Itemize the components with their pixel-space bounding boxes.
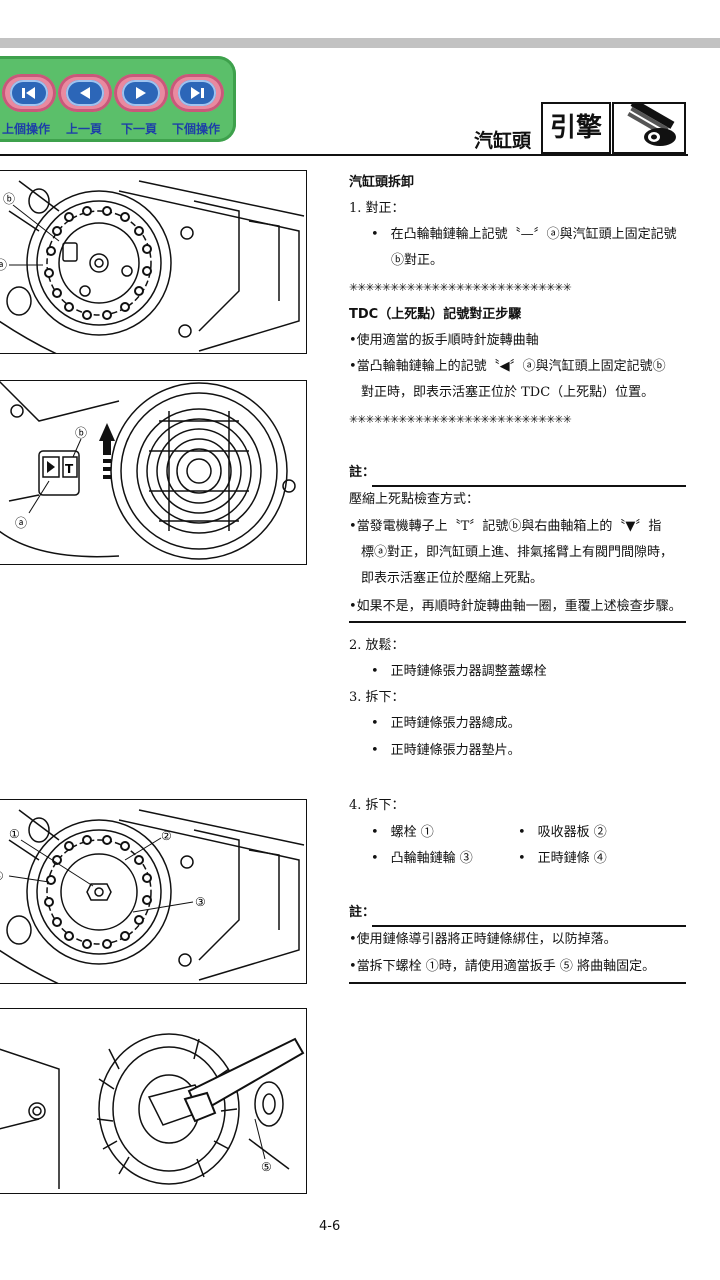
note-label: 註：: [349, 465, 376, 480]
figure-cam-sprocket-alignment: ⓑ ⓐ: [0, 170, 307, 354]
chapter-label: 引擎: [541, 102, 611, 154]
header-rule: [0, 154, 688, 156]
tdc-item-2-cont: 對正時，即表示活塞正位於 TDC（上死點）位置。: [361, 385, 655, 400]
step4-item: •凸輪軸鏈輪 ③: [371, 851, 473, 866]
step4-item: •正時鏈條 ④: [518, 851, 607, 866]
callout-5: ⑤: [261, 1160, 272, 1174]
previous-operation-button[interactable]: [2, 74, 56, 112]
callout-a: ⓐ: [0, 258, 7, 272]
next-page-button[interactable]: [114, 74, 168, 112]
arrow-left-icon: [80, 87, 90, 99]
note2-top-rule: [372, 925, 686, 927]
callout-3: ③: [195, 895, 206, 909]
note2-item-1: •使用鏈條導引器將正時鏈條綁住，以防掉落。: [349, 932, 617, 947]
skip-forward-icon: [191, 87, 204, 99]
step1-item-cont: ⓑ對正。: [391, 253, 444, 268]
step3-item-1: •正時鏈條張力器總成。: [371, 716, 521, 731]
svg-text:T: T: [65, 462, 74, 476]
next-page-label[interactable]: 下一頁: [121, 122, 158, 136]
note-top-rule: [372, 485, 686, 487]
section-heading: 汽缸頭拆卸: [349, 175, 415, 190]
step4-item: •螺栓 ①: [371, 825, 434, 840]
cam-sprocket-removal-illustration: ① ② ③ ④: [0, 809, 305, 983]
engine-wrench-icon: [612, 98, 686, 154]
note2-bottom-rule: [349, 982, 686, 984]
next-operation-button[interactable]: [170, 74, 224, 112]
tdc-item-2: •當凸輪軸鏈輪上的記號〝◀〞ⓐ與汽缸頭上固定記號ⓑ: [349, 359, 666, 374]
step3-item-2: •正時鏈條張力器墊片。: [371, 743, 521, 758]
note-item-1-cont: 標ⓐ對正，即汽缸頭上進、排氣搖臂上有閥門間隙時，: [361, 545, 674, 560]
skip-back-icon: [22, 87, 35, 99]
note-label: 註：: [349, 905, 376, 920]
arrow-right-icon: [136, 87, 146, 99]
cam-sprocket-illustration: ⓑ ⓐ: [0, 180, 305, 353]
stars-divider: ✳✳✳✳✳✳✳✳✳✳✳✳✳✳✳✳✳✳✳✳✳✳✳✳✳✳✳: [349, 281, 572, 294]
next-operation-label[interactable]: 下個操作: [172, 122, 221, 136]
note-bottom-rule: [349, 621, 686, 623]
tdc-item-1: •使用適當的扳手順時針旋轉曲軸: [349, 333, 539, 348]
figure-generator-rotor-mark: T ⓑ ⓐ: [0, 380, 307, 565]
callout-a: ⓐ: [15, 516, 27, 530]
figure-cam-sprocket-removal: ① ② ③ ④: [0, 799, 307, 984]
step1-label: 1. 對正：: [349, 201, 405, 216]
callout-4: ④: [0, 869, 4, 883]
crankshaft-wrench-illustration: ⑤: [0, 1033, 305, 1189]
note-intro: 壓縮上死點檢查方式：: [349, 492, 480, 507]
previous-page-label[interactable]: 上一頁: [66, 122, 103, 136]
step2-label: 2. 放鬆：: [349, 638, 405, 653]
figure-crankshaft-holding: ⑤: [0, 1008, 307, 1194]
step2-item: •正時鏈條張力器調整蓋螺栓: [371, 664, 547, 679]
callout-b: ⓑ: [75, 426, 87, 440]
step3-label: 3. 拆下：: [349, 690, 405, 705]
callout-1: ①: [9, 827, 20, 841]
note2-item-2: •當拆下螺栓 ①時，請使用適當扳手 ⑤ 將曲軸固定。: [349, 959, 656, 974]
callout-b: ⓑ: [3, 192, 15, 206]
navigation-panel: 上個操作 上一頁 下一頁 下個操作: [0, 56, 236, 142]
step4-item: •吸收器板 ②: [518, 825, 607, 840]
step4-label: 4. 拆下：: [349, 798, 405, 813]
generator-cover-illustration: T ⓑ ⓐ: [0, 381, 296, 560]
stars-divider: ✳✳✳✳✳✳✳✳✳✳✳✳✳✳✳✳✳✳✳✳✳✳✳✳✳✳✳: [349, 413, 572, 426]
previous-page-button[interactable]: [58, 74, 112, 112]
note-item-2: •如果不是，再順時針旋轉曲軸一圈，重覆上述檢查步驟。: [349, 599, 682, 614]
note-item-1-cont2: 即表示活塞正位於壓縮上死點。: [361, 571, 544, 586]
tdc-heading: TDC（上死點）記號對正步驟: [349, 307, 522, 322]
note-item-1: •當發電機轉子上〝T〞記號ⓑ與右曲軸箱上的〝▼〞指: [349, 519, 662, 534]
step1-item: •在凸輪軸鏈輪上記號〝—〞ⓐ與汽缸頭上固定記號: [371, 227, 677, 242]
top-gray-bar: [0, 38, 720, 48]
page-number: 4-6: [319, 1219, 341, 1234]
previous-operation-label[interactable]: 上個操作: [2, 122, 51, 136]
callout-2: ②: [161, 829, 172, 843]
section-title: 汽缸頭: [474, 130, 532, 152]
